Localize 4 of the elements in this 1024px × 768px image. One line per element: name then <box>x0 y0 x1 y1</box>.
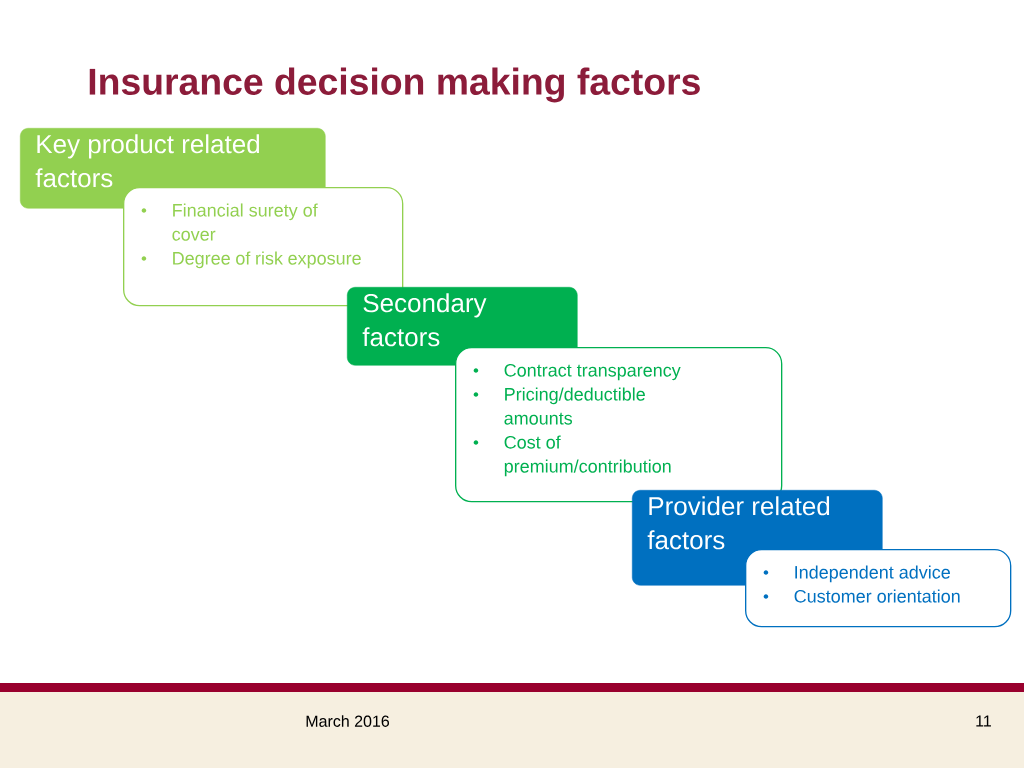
page-number: 11 <box>976 715 991 727</box>
bullet-list-box: Independent advice Customer orientation <box>745 549 1012 628</box>
slide-title: Insurance decision making factors <box>89 67 700 103</box>
footer-date: March 2016 <box>306 715 390 727</box>
